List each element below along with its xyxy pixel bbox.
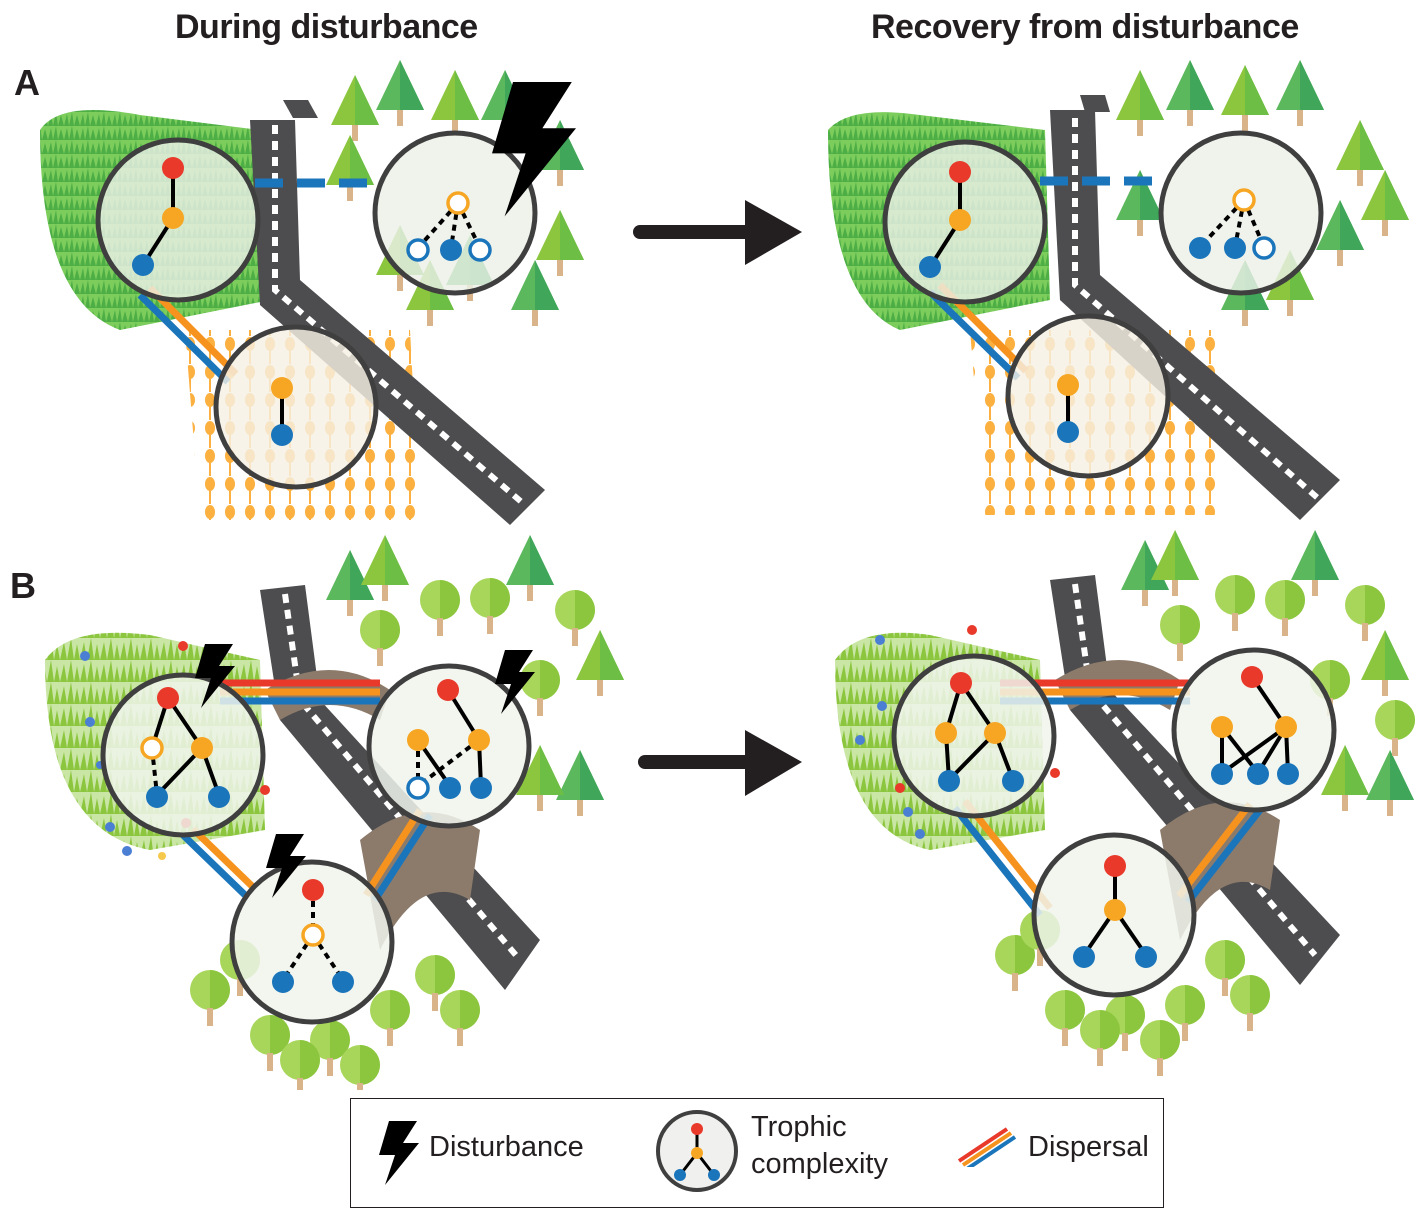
panel-a-during — [40, 60, 584, 525]
lightning-bolt-icon — [379, 1121, 419, 1185]
dispersal-link-blue — [137, 292, 231, 385]
panel-label-b: B — [10, 565, 36, 606]
food-web-forest — [372, 130, 538, 296]
legend-box: Disturbance Trophic complexity Dispersal — [350, 1098, 1164, 1208]
panel-label-a: A — [14, 62, 40, 103]
legend-trophic-label-line1: Trophic — [751, 1111, 847, 1143]
legend-trophic-label-line2: complexity — [751, 1148, 888, 1180]
dispersal-link-orange — [147, 285, 239, 377]
dispersal-lines-icon — [957, 1127, 1017, 1167]
food-web-icon — [656, 1110, 738, 1192]
panel-b-during — [45, 535, 624, 1090]
panel-b-recovery — [835, 530, 1415, 1076]
header-during: During disturbance — [175, 8, 478, 46]
food-web-grassland — [95, 137, 261, 303]
header-recovery: Recovery from disturbance — [871, 8, 1299, 46]
panel-a-recovery — [828, 60, 1409, 520]
right-arrow-icon — [638, 730, 802, 796]
legend-disturbance-label: Disturbance — [429, 1131, 584, 1163]
diagram-canvas — [40, 60, 1415, 1090]
right-arrow-icon — [633, 200, 802, 265]
legend-dispersal-label: Dispersal — [1028, 1131, 1149, 1163]
food-web-cropland — [213, 324, 379, 490]
